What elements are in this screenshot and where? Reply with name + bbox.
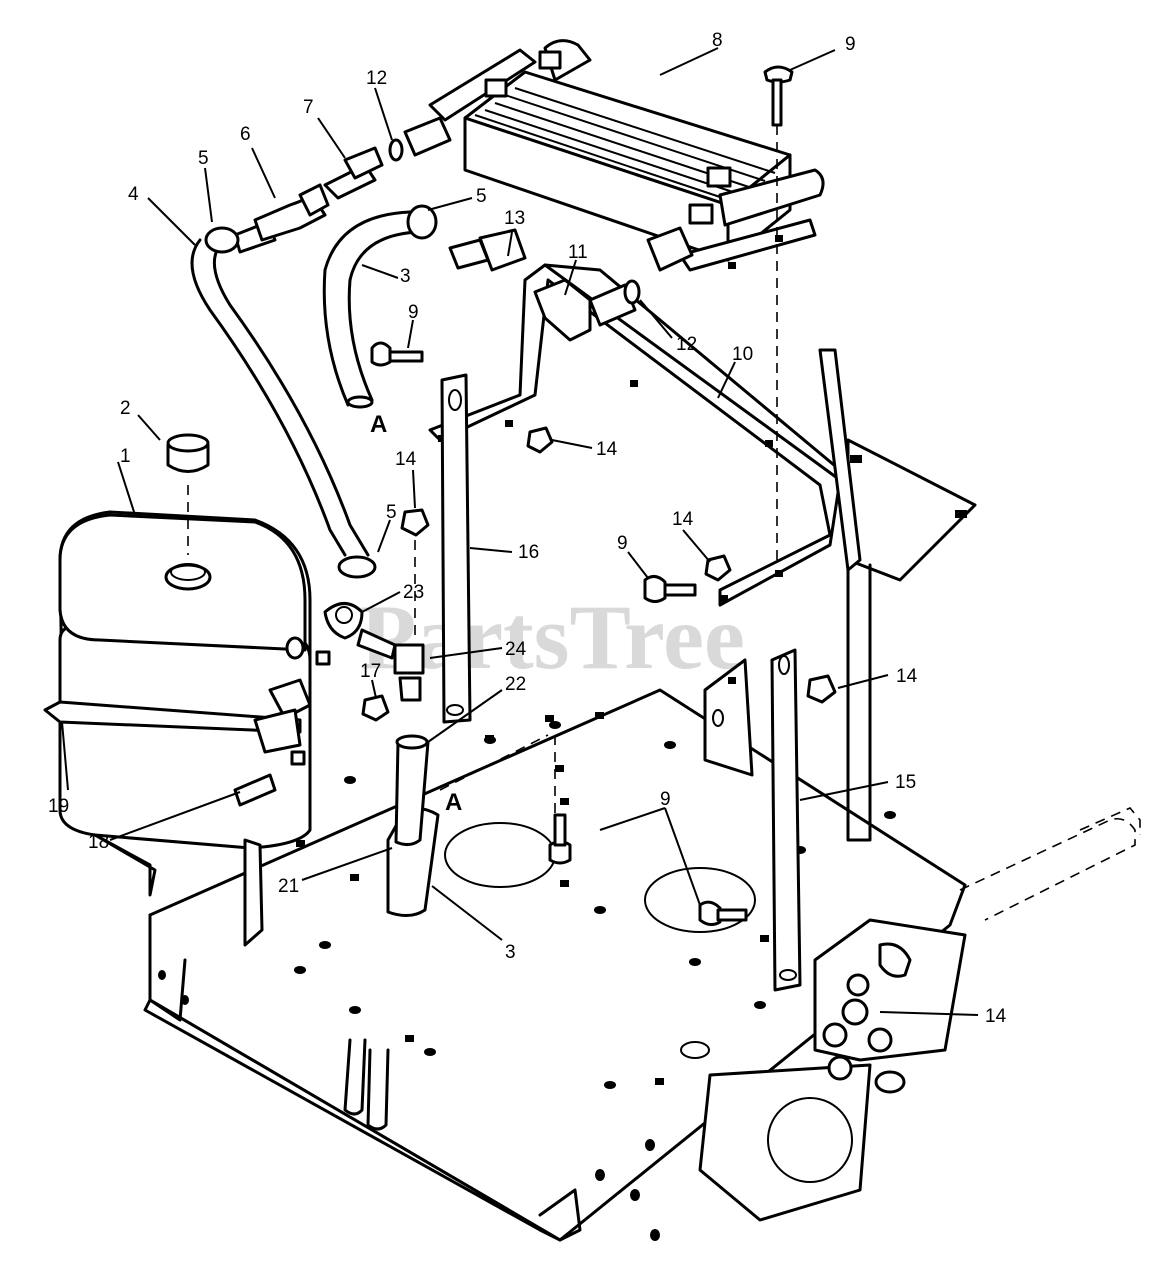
callout-14-left: 14 (395, 449, 417, 470)
callout-10: 10 (732, 344, 753, 365)
callout-9-lower: 9 (660, 789, 671, 810)
cap-2 (166, 433, 210, 473)
mounting-plate (813, 918, 967, 1094)
callout-13: 13 (504, 208, 525, 229)
hose-3-upper (322, 210, 420, 409)
callout-21: 21 (278, 876, 299, 897)
callout-8: 8 (712, 30, 723, 51)
callout-5-left: 5 (198, 148, 209, 169)
callout-11: 11 (568, 242, 588, 263)
tube-21 (394, 734, 430, 847)
strap-16 (440, 373, 472, 724)
callout-4: 4 (128, 184, 139, 205)
section-marker-a-lower: A (445, 789, 462, 816)
hardware (233, 65, 837, 927)
callout-14-upper: 14 (596, 439, 618, 460)
callout-16: 16 (518, 542, 539, 563)
callout-19: 19 (48, 796, 69, 817)
callout-5-right: 5 (476, 186, 487, 207)
callout-5-lower: 5 (386, 502, 397, 523)
fittings (233, 116, 694, 342)
callout-17: 17 (360, 661, 381, 682)
callout-18: 18 (88, 832, 109, 853)
callout-14-right: 14 (896, 666, 918, 687)
callout-labels: 1 2 3 3 4 5 5 5 6 7 8 9 9 9 9 9 10 11 12… (48, 30, 1007, 1027)
callout-23: 23 (403, 582, 424, 603)
callout-6: 6 (240, 124, 251, 145)
oil-cooler (428, 39, 825, 272)
bracket-10 (428, 263, 842, 607)
callout-12-right: 12 (676, 334, 697, 355)
callout-14-mid: 14 (672, 509, 694, 530)
angle-bracket (703, 658, 754, 777)
callout-9-mid: 9 (617, 533, 628, 554)
strap-15 (770, 348, 862, 992)
callout-14-lower: 14 (985, 1006, 1007, 1027)
callout-leaders (61, 47, 979, 1016)
callout-12-top: 12 (366, 68, 387, 89)
hydraulic-cylinder (959, 807, 1141, 921)
callout-9-left: 9 (408, 302, 419, 323)
callout-15: 15 (895, 772, 916, 793)
callout-9-top: 9 (845, 34, 856, 55)
callout-2: 2 (120, 398, 131, 419)
callout-3-upper: 3 (400, 266, 411, 287)
hose-4 (190, 238, 370, 557)
section-marker-a-upper: A (370, 411, 387, 438)
callout-3-lower: 3 (505, 942, 516, 963)
frame-chassis (143, 688, 967, 1242)
callout-24: 24 (505, 639, 527, 660)
alignment-lines (187, 125, 778, 815)
callout-1: 1 (120, 446, 131, 467)
callout-7: 7 (303, 97, 314, 118)
callout-22: 22 (505, 674, 526, 695)
clamps (204, 204, 438, 579)
